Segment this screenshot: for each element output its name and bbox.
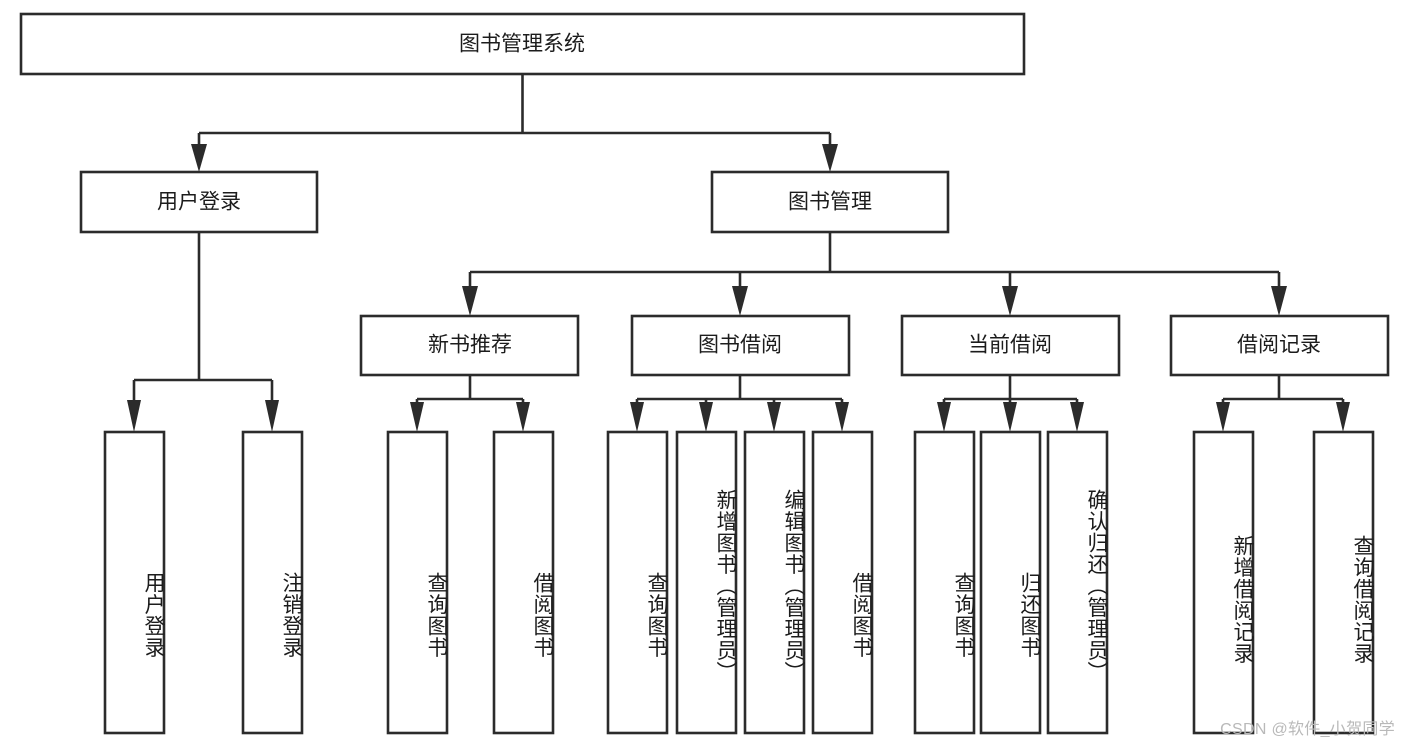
arrow-head-icon [191, 144, 207, 172]
arrow-head-icon [265, 400, 279, 432]
node-new-book-recommend-label: 新书推荐 [428, 334, 512, 357]
leaf-box-borrow-records-0[interactable] [1192, 430, 1255, 735]
arrow-head-icon [462, 286, 478, 316]
leaf-box-book-borrow-2[interactable] [743, 430, 806, 735]
arrow-head-icon [1216, 402, 1230, 432]
node-book-management[interactable]: 图书管理 [710, 170, 950, 234]
node-borrow-records[interactable]: 借阅记录 [1169, 314, 1390, 377]
arrow-head-icon [630, 402, 644, 432]
leaf-box-book-borrow-1[interactable] [675, 430, 738, 735]
connector-bookborrow-to-leaves [630, 375, 849, 432]
arrow-head-icon [1271, 286, 1287, 316]
arrow-head-icon [1002, 286, 1018, 316]
arrow-head-icon [822, 144, 838, 172]
connector-root-to-level2 [191, 74, 838, 172]
node-borrow-records-label: 借阅记录 [1237, 334, 1321, 357]
arrow-head-icon [410, 402, 424, 432]
leaf-box-user-login-0[interactable] [103, 430, 166, 735]
connector-borrowrecords-to-leaves [1216, 375, 1350, 432]
arrow-head-icon [127, 400, 141, 432]
watermark-text: CSDN @软件_小贺同学 [1220, 721, 1395, 738]
arrow-head-icon [835, 402, 849, 432]
node-book-borrow[interactable]: 图书借阅 [630, 314, 851, 377]
connector-currentborrow-to-leaves [937, 375, 1084, 432]
arrow-head-icon [1070, 402, 1084, 432]
leaf-box-user-login-1[interactable] [241, 430, 304, 735]
leaf-box-new-book-1[interactable] [492, 430, 555, 735]
arrow-head-icon [1336, 402, 1350, 432]
arrow-head-icon [1003, 402, 1017, 432]
node-user-login-label: 用户登录 [157, 191, 241, 214]
node-root-label: 图书管理系统 [459, 33, 585, 56]
connector-newbook-to-leaves [410, 375, 530, 432]
node-new-book-recommend[interactable]: 新书推荐 [359, 314, 580, 377]
leaf-box-book-borrow-0[interactable] [606, 430, 669, 735]
leaf-box-current-borrow-2[interactable] [1046, 430, 1109, 735]
arrow-head-icon [516, 402, 530, 432]
node-book-management-label: 图书管理 [788, 191, 872, 214]
connector-bookmgmt-to-level3 [462, 232, 1287, 316]
arrow-head-icon [767, 402, 781, 432]
connector-userlogin-to-leaves [127, 232, 279, 432]
leaf-box-new-book-0[interactable] [386, 430, 449, 735]
arrow-head-icon [937, 402, 951, 432]
node-current-borrow[interactable]: 当前借阅 [900, 314, 1121, 377]
node-book-borrow-label: 图书借阅 [698, 334, 782, 357]
node-user-login[interactable]: 用户登录 [79, 170, 319, 234]
node-current-borrow-label: 当前借阅 [968, 334, 1052, 357]
node-root[interactable]: 图书管理系统 [19, 12, 1026, 76]
leaf-box-current-borrow-0[interactable] [913, 430, 976, 735]
leaf-box-borrow-records-1[interactable] [1312, 430, 1375, 735]
leaf-box-current-borrow-1[interactable] [979, 430, 1042, 735]
arrow-head-icon [699, 402, 713, 432]
leaf-box-book-borrow-3[interactable] [811, 430, 874, 735]
arrow-head-icon [732, 286, 748, 316]
